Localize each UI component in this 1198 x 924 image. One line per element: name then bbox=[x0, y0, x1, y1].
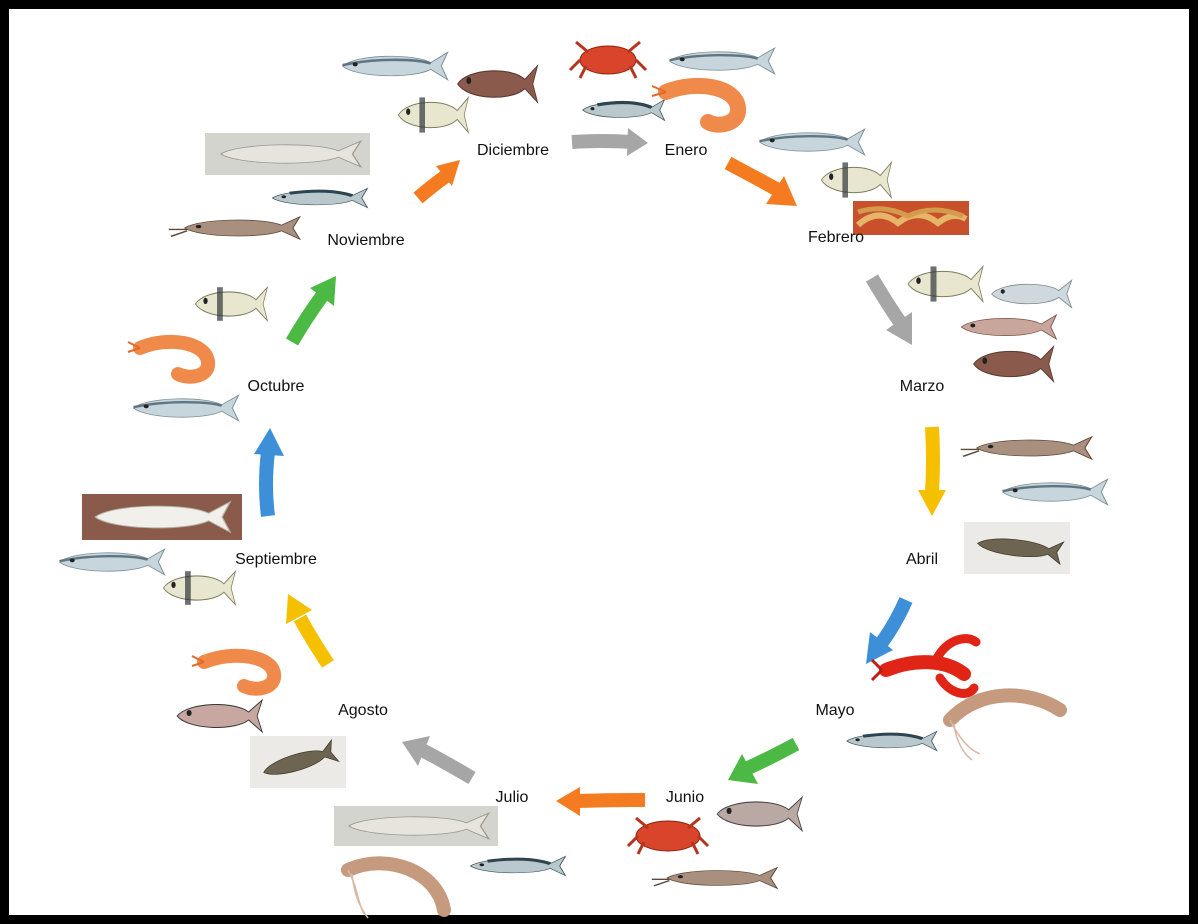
mullet-fish-icon bbox=[1003, 479, 1108, 505]
arrow-shaft bbox=[418, 176, 446, 198]
arrow-shaft bbox=[728, 163, 778, 190]
red-porgy-fish-icon bbox=[458, 66, 538, 103]
arrow-shaft bbox=[266, 452, 268, 516]
arrow-shaft bbox=[880, 600, 906, 645]
arrow-shaft bbox=[578, 800, 645, 801]
catfish-fish-icon bbox=[169, 217, 300, 239]
arrow-shaft bbox=[422, 750, 472, 778]
arrow-marzo-abril bbox=[918, 427, 946, 516]
red-porgy-fish-icon bbox=[974, 346, 1054, 381]
croaker-fish-icon bbox=[992, 280, 1072, 307]
arrow-mayo-junio bbox=[728, 744, 796, 784]
month-label-mayo: Mayo bbox=[815, 702, 854, 719]
arrow-febrero-marzo bbox=[872, 278, 912, 345]
month-label-diciembre: Diciembre bbox=[477, 142, 549, 159]
month-label-febrero: Febrero bbox=[808, 229, 864, 246]
arrow-septiembre-octubre bbox=[254, 428, 284, 516]
month-label-junio: Junio bbox=[666, 789, 704, 806]
croaker-fish-icon bbox=[250, 736, 346, 788]
mullet-fish-icon bbox=[60, 549, 165, 575]
croaker-fish-icon bbox=[964, 522, 1070, 574]
mullet-fish-icon bbox=[82, 494, 242, 540]
shrimp-icon bbox=[128, 342, 208, 377]
month-label-julio: Julio bbox=[496, 789, 529, 806]
month-label-agosto: Agosto bbox=[338, 702, 388, 719]
prawn-icon bbox=[348, 863, 444, 918]
shrimp-icon bbox=[192, 656, 274, 689]
arrow-head bbox=[254, 428, 284, 456]
mackerel-fish-icon bbox=[847, 731, 937, 750]
month-label-marzo: Marzo bbox=[900, 378, 945, 395]
seabream-fish-icon bbox=[398, 97, 468, 132]
mullet-fish-icon bbox=[334, 806, 498, 846]
mullet-fish-icon bbox=[670, 48, 775, 74]
arrow-noviembre-diciembre bbox=[418, 160, 460, 198]
arrow-abril-mayo bbox=[866, 600, 906, 664]
arrow-head bbox=[627, 128, 648, 156]
arrow-octubre-noviembre bbox=[292, 276, 336, 342]
month-label-septiembre: Septiembre bbox=[235, 551, 317, 568]
species-layer bbox=[60, 42, 1108, 918]
seabream-fish-icon bbox=[195, 287, 267, 321]
mullet-fish-icon bbox=[343, 52, 448, 79]
arrow-enero-febrero bbox=[728, 163, 797, 206]
mullet-fish-icon bbox=[205, 133, 370, 175]
mullet-fish-icon bbox=[134, 395, 239, 421]
mackerel-fish-icon bbox=[470, 856, 565, 875]
shrimp-icon bbox=[652, 86, 738, 125]
carp-fish-icon bbox=[177, 700, 262, 732]
seabream-fish-icon bbox=[163, 571, 235, 605]
mackerel-fish-icon bbox=[272, 188, 367, 207]
month-labels: Diciembre Enero Febrero Marzo Abril Mayo… bbox=[235, 142, 944, 806]
arrow-shaft bbox=[300, 618, 328, 664]
crab-icon bbox=[570, 42, 646, 78]
month-label-octubre: Octubre bbox=[248, 378, 305, 395]
seabream-fish-icon bbox=[908, 266, 983, 301]
arrow-shaft bbox=[932, 427, 933, 492]
catfish-fish-icon bbox=[652, 868, 777, 889]
month-label-abril: Abril bbox=[906, 551, 938, 568]
mackerel-fish-icon bbox=[583, 100, 665, 121]
arrow-shaft bbox=[872, 278, 900, 322]
arrow-shaft bbox=[572, 141, 630, 142]
month-label-noviembre: Noviembre bbox=[327, 232, 404, 249]
arrow-julio-agosto bbox=[402, 736, 472, 778]
catfish-fish-icon bbox=[961, 437, 1092, 459]
red-porgy-fish-icon bbox=[961, 315, 1056, 339]
arrow-shaft bbox=[292, 296, 322, 342]
arrow-diciembre-enero bbox=[572, 128, 648, 156]
mullet-fish-icon bbox=[760, 129, 865, 155]
fried-fish-dish-icon bbox=[853, 201, 969, 235]
arrow-agosto-septiembre bbox=[286, 594, 328, 664]
prawn-icon bbox=[950, 695, 1060, 760]
carp-fish-icon bbox=[717, 797, 802, 831]
arrow-shaft bbox=[748, 744, 796, 768]
arrow-head bbox=[918, 490, 946, 516]
crab-icon bbox=[628, 818, 708, 854]
arrow-junio-julio bbox=[556, 787, 645, 816]
seabream-fish-icon bbox=[821, 162, 891, 197]
arrow-head bbox=[556, 787, 580, 816]
month-label-enero: Enero bbox=[665, 142, 708, 159]
